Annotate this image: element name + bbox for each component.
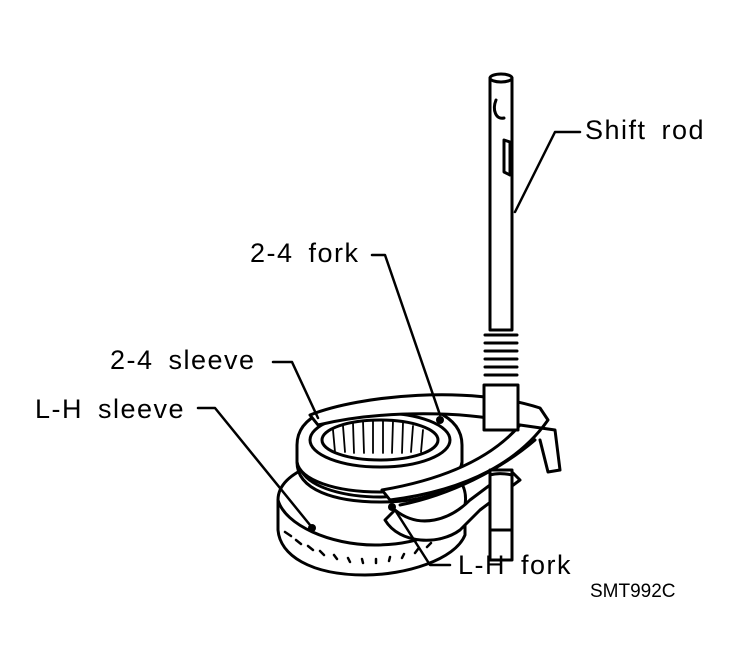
leader-shift-rod xyxy=(513,130,582,214)
label-2-4-fork: 2-4 fork xyxy=(250,238,360,268)
label-2-4-sleeve: 2-4 sleeve xyxy=(110,345,256,375)
leader-lh-fork xyxy=(393,508,452,567)
fork-2-4-part xyxy=(308,393,562,507)
label-lh-sleeve: L-H sleeve xyxy=(35,394,186,424)
shift-rod-part xyxy=(482,72,520,562)
leader-lh-sleeve xyxy=(196,406,312,527)
leader-2-4-sleeve xyxy=(271,360,320,420)
figure-code: SMT992C xyxy=(590,581,676,602)
label-lh-fork: L-H fork xyxy=(458,550,573,580)
lh-fork-part xyxy=(383,468,522,542)
leader-2-4-fork xyxy=(370,253,442,417)
label-shift-rod: Shift rod xyxy=(585,115,706,145)
leader-lines xyxy=(196,130,582,567)
